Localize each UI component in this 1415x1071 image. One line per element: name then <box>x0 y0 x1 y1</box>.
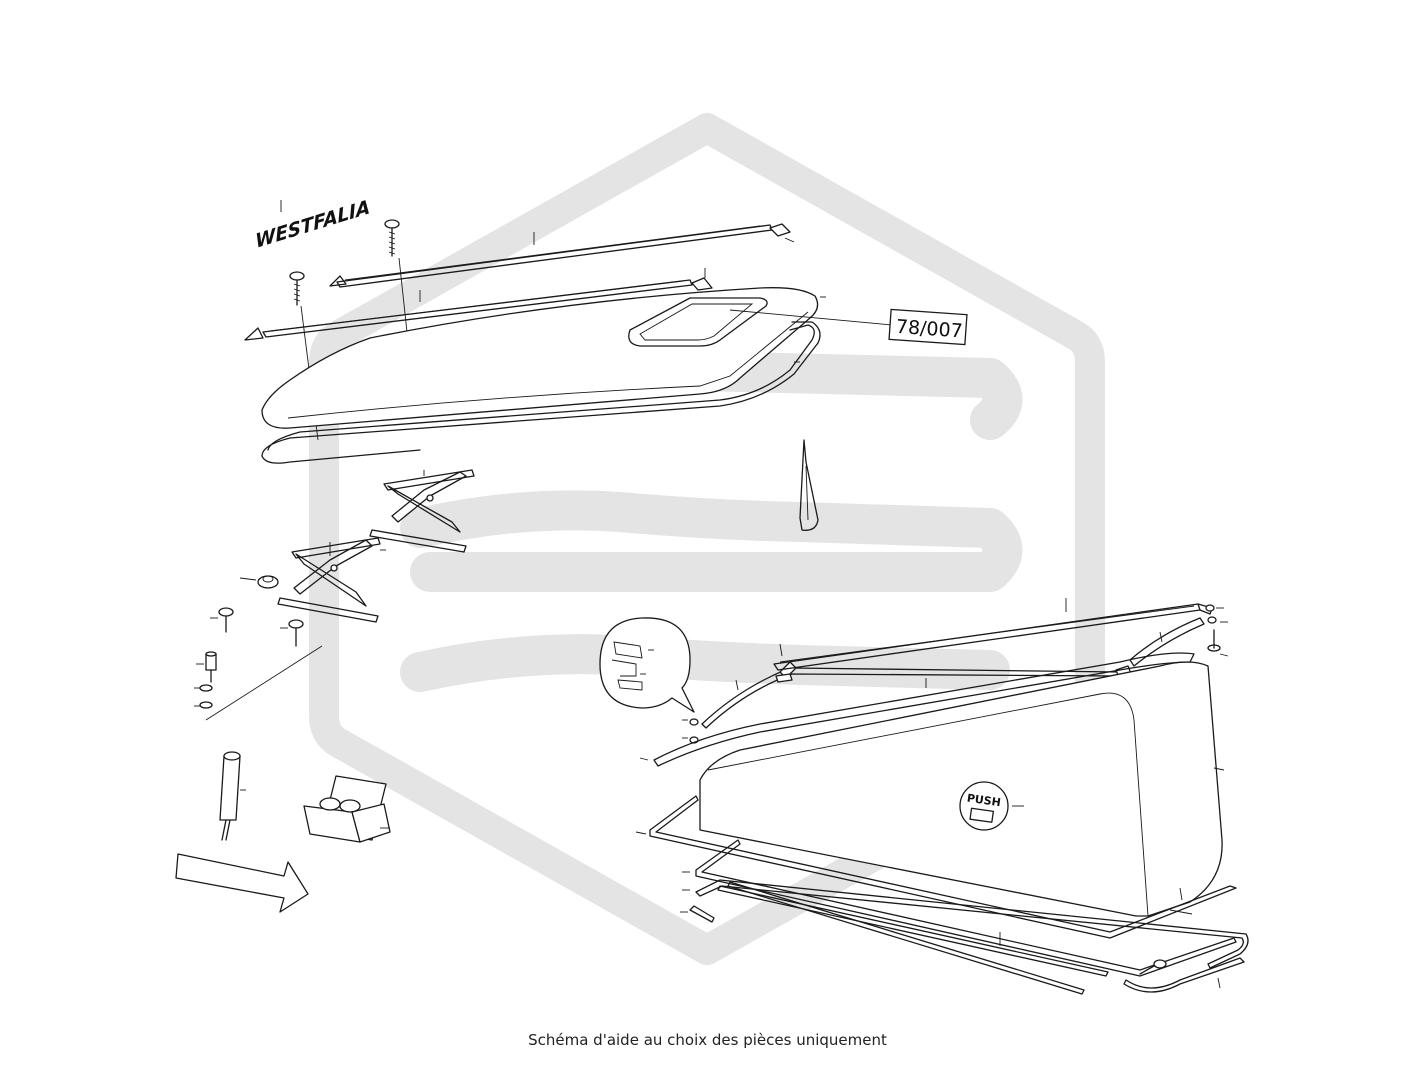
westfalia-emblem: WESTFALIA <box>254 195 370 253</box>
base-frame-rails <box>635 795 1249 995</box>
detail-bubble <box>599 617 695 713</box>
reference-label: 78/007 <box>729 308 968 346</box>
roof-frame <box>261 321 821 464</box>
push-badge: PUSH <box>959 781 1024 831</box>
push-label: PUSH <box>966 792 1002 810</box>
screw-washer-2 <box>280 619 304 647</box>
roof-top-shell <box>261 287 826 429</box>
scissor-hinge-rear <box>369 469 475 553</box>
tent-fabric-body <box>639 652 1225 917</box>
screw-washer-1 <box>210 607 234 633</box>
bolt-stack <box>194 645 323 721</box>
scissor-hinge-front <box>277 537 386 623</box>
hinge-knob <box>239 575 279 589</box>
cylinder-part <box>219 751 246 841</box>
diagram-caption: Schéma d'aide au choix des pièces unique… <box>528 1031 887 1049</box>
reference-number: 78/007 <box>895 316 963 343</box>
roof-rail-lower <box>244 268 713 341</box>
direction-arrow[interactable] <box>175 853 309 913</box>
roof-rail-upper <box>329 223 795 288</box>
boxed-part <box>303 775 391 843</box>
lower-rail-rear <box>773 598 1229 671</box>
gas-strut <box>799 439 819 531</box>
brand-text: WESTFALIA <box>254 195 370 253</box>
base-screw <box>1123 957 1245 993</box>
